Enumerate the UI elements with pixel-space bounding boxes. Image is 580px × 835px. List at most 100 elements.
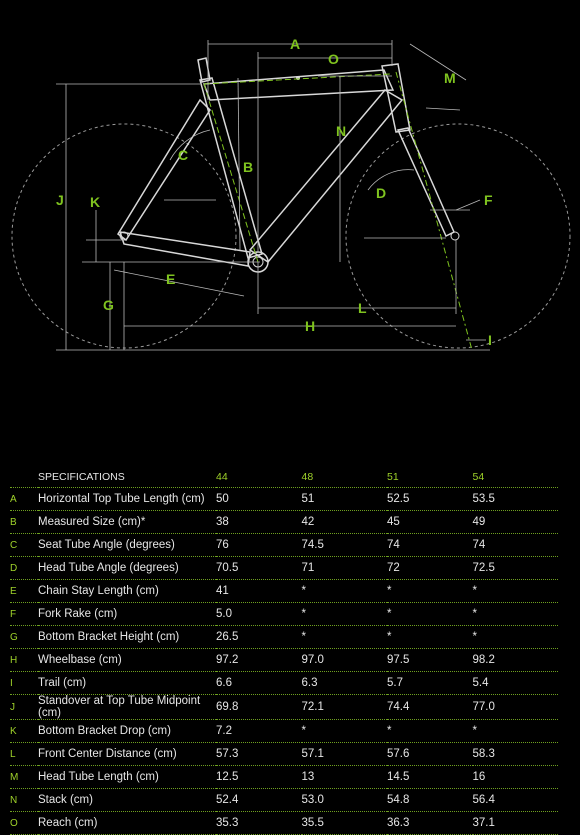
row-letter: A (10, 487, 38, 511)
row-value: 56.4 (472, 788, 558, 812)
row-spec-name: Head Tube Angle (degrees) (38, 556, 216, 580)
header-size-54: 54 (472, 466, 558, 488)
row-value: 98.2 (472, 648, 558, 672)
row-letter: H (10, 648, 38, 672)
row-spec-name: Trail (cm) (38, 671, 216, 695)
row-value: 76 (216, 533, 302, 557)
row-value: 74.4 (387, 694, 473, 720)
row-spec-name: Reach (cm) (38, 811, 216, 835)
row-value: 5.0 (216, 602, 302, 626)
row-value: 77.0 (472, 694, 558, 720)
row-value: * (472, 602, 558, 626)
row-value: 58.3 (472, 742, 558, 766)
row-spec-name: Head Tube Length (cm) (38, 765, 216, 789)
row-value: 35.5 (301, 811, 387, 835)
row-value: 57.1 (301, 742, 387, 766)
row-letter: D (10, 556, 38, 580)
row-value: 57.3 (216, 742, 302, 766)
row-value: 53.5 (472, 487, 558, 511)
row-value: * (301, 625, 387, 649)
row-value: 57.6 (387, 742, 473, 766)
row-value: 74 (472, 533, 558, 557)
row-letter: O (10, 811, 38, 835)
dim-label-c: C (178, 147, 188, 163)
row-value: 42 (301, 510, 387, 534)
row-value: * (472, 719, 558, 743)
header-size-48: 48 (301, 466, 387, 488)
dim-label-i: I (488, 332, 492, 348)
row-spec-name: Stack (cm) (38, 788, 216, 812)
front-dropout (450, 231, 460, 241)
row-spec-name: Measured Size (cm)* (38, 510, 216, 534)
dim-label-d: D (376, 185, 386, 201)
row-value: * (387, 719, 473, 743)
row-value: 52.4 (216, 788, 302, 812)
row-value: 6.3 (301, 671, 387, 695)
row-value: 72 (387, 556, 473, 580)
dim-label-b: B (243, 159, 253, 175)
row-letter: F (10, 602, 38, 626)
front-wheel (345, 123, 571, 349)
row-value: * (387, 602, 473, 626)
dim-label-g: G (103, 297, 114, 313)
row-value: 45 (387, 510, 473, 534)
dim-label-f: F (484, 192, 493, 208)
row-value: 69.8 (216, 694, 302, 720)
row-value: 5.4 (472, 671, 558, 695)
header-size-51: 51 (387, 466, 473, 488)
row-letter: B (10, 510, 38, 534)
row-letter: C (10, 533, 38, 557)
header-specifications: SPECIFICATIONS (38, 466, 216, 488)
row-value: 26.5 (216, 625, 302, 649)
row-value: 41 (216, 579, 302, 603)
row-value: 51 (301, 487, 387, 511)
row-value: 36.3 (387, 811, 473, 835)
row-value: 16 (472, 765, 558, 789)
row-value: 97.5 (387, 648, 473, 672)
bike-geometry-diagram: A B C D E F G H I J K L M N O (11, 36, 571, 351)
row-value: 71 (301, 556, 387, 580)
dim-label-j: J (56, 192, 64, 208)
dim-label-m: M (444, 70, 456, 86)
dim-label-n: N (336, 123, 346, 139)
row-spec-name: Standover at Top Tube Midpoint (cm) (38, 694, 216, 720)
row-value: 74.5 (301, 533, 387, 557)
row-letter: L (10, 742, 38, 766)
row-spec-name: Bottom Bracket Drop (cm) (38, 719, 216, 743)
row-spec-name: Seat Tube Angle (degrees) (38, 533, 216, 557)
row-spec-name: Front Center Distance (cm) (38, 742, 216, 766)
row-value: * (387, 579, 473, 603)
bike-frame (117, 57, 455, 267)
row-value: 37.1 (472, 811, 558, 835)
dim-label-k: K (90, 194, 100, 210)
row-spec-name: Chain Stay Length (cm) (38, 579, 216, 603)
dim-label-l: L (358, 300, 367, 316)
row-value: * (301, 602, 387, 626)
row-value: 14.5 (387, 765, 473, 789)
row-spec-name: Fork Rake (cm) (38, 602, 216, 626)
row-value: 74 (387, 533, 473, 557)
row-value: 5.7 (387, 671, 473, 695)
row-spec-name: Horizontal Top Tube Length (cm) (38, 487, 216, 511)
row-value: * (472, 579, 558, 603)
row-value: 72.1 (301, 694, 387, 720)
dim-label-e: E (166, 271, 175, 287)
row-value: 13 (301, 765, 387, 789)
row-letter: E (10, 579, 38, 603)
dimension-lines (56, 40, 490, 351)
